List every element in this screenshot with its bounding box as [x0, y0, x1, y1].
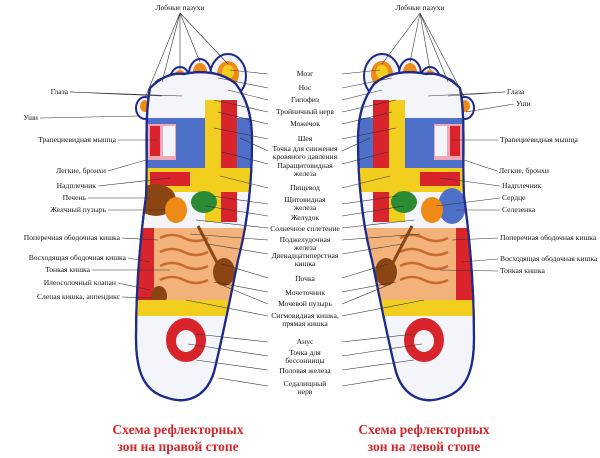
caption-right-foot-line2: зон на правой стопе — [117, 439, 238, 454]
label-insomnia-line2: бессонницы — [285, 356, 324, 365]
captions: Схема рефлекторных зон на правой стопе С… — [112, 422, 489, 454]
label-trapezius-left: Трапециевидная мышца — [38, 135, 117, 144]
label-ears-left: Уши — [23, 113, 38, 122]
left-foot — [356, 53, 476, 402]
label-small-intestine-left: Тонкая кишка — [45, 265, 90, 274]
label-eyes-left: Глаза — [51, 87, 69, 96]
label-shoulder-right: Надплечник — [502, 181, 542, 190]
caption-left-foot-line2: зон на левой стопе — [368, 439, 481, 454]
label-sciatic-line1: Седалищный — [284, 379, 327, 388]
label-pancreas-line2: железа — [293, 243, 317, 252]
label-brain: Мозг — [297, 69, 313, 78]
label-sinuses-left-foot: Лобные пазухи — [396, 3, 445, 12]
label-nose: Нос — [299, 83, 312, 92]
label-anus: Анус — [297, 337, 314, 346]
label-duodenum-line2: кишка — [295, 259, 316, 268]
label-descending-colon: Восходящая ободочная кишка — [500, 254, 598, 263]
label-sigmoid-line2: прямая кишка — [282, 319, 328, 328]
label-pancreas-line1: Поджелудочная — [280, 235, 331, 244]
label-neck: Шея — [298, 134, 313, 143]
label-sigmoid-line1: Сигмовидная кишка, — [271, 311, 339, 320]
label-sinuses-right-foot: Лобные пазухи — [156, 3, 205, 12]
label-thyroid-line1: Щитовидная — [284, 195, 326, 204]
label-appendix: Слепая кишка, аппендикс — [37, 292, 121, 301]
label-ileocecal-valve: Илеосолочный клапан — [44, 278, 116, 287]
label-heart: Сердце — [502, 193, 526, 202]
label-esophagus: Пищевод — [290, 183, 320, 192]
leader-lines — [39, 12, 515, 387]
label-genital-gland: Половая железа — [279, 366, 331, 375]
label-transverse-colon-left: Поперечная ободочная кишка — [24, 233, 121, 242]
label-stomach: Желудок — [291, 213, 320, 222]
label-lungs-left: Легкие, бронхи — [56, 166, 106, 175]
label-duodenum-line1: Двенадцатиперстная — [272, 251, 339, 260]
label-pituitary: Гипофиз — [291, 95, 319, 104]
label-parathyroid-line2: железа — [293, 169, 317, 178]
label-small-intestine-right: Тонкая кишка — [500, 266, 545, 275]
label-bladder: Мочевой пузырь — [278, 299, 332, 308]
label-shoulder-left: Надплечник — [57, 181, 97, 190]
label-liver: Печень — [63, 193, 87, 202]
label-trapezius-right: Трапециевидная мышца — [500, 135, 579, 144]
label-trigeminal-nerve: Тройничный нерв — [276, 107, 334, 116]
label-kidney: Почка — [295, 274, 315, 283]
label-thyroid-line2: железа — [293, 203, 317, 212]
label-gallbladder: Желчный пузырь — [50, 205, 106, 214]
label-sciatic-line2: нерв — [298, 387, 313, 396]
caption-left-foot-line1: Схема рефлекторных — [358, 422, 489, 437]
label-spleen: Селезенка — [502, 205, 536, 214]
right-foot — [134, 53, 254, 402]
label-lungs-right: Легкие, бронхи — [499, 166, 549, 175]
label-eyes-right: Глаза — [507, 87, 525, 96]
label-ascending-colon: Восходящая ободочная кишка — [29, 253, 127, 262]
label-ears-right: Уши — [516, 99, 531, 108]
label-bp-point-line1: Точка для снижения — [272, 144, 338, 153]
label-insomnia-line1: Точка для — [289, 348, 321, 357]
caption-right-foot-line1: Схема рефлекторных — [112, 422, 243, 437]
label-cerebellum: Можечок — [290, 119, 320, 128]
label-solar-plexus: Солнечное сплетение — [270, 224, 340, 233]
label-ureter: Мочеточник — [285, 288, 325, 297]
labels: Лобные пазухи Лобные пазухи Глаза Уши Тр… — [23, 3, 598, 396]
label-parathyroid-line1: Паращитовидная — [277, 161, 333, 170]
label-transverse-colon-right: Поперечная ободочная кишка — [500, 233, 597, 242]
label-bp-point-line2: кровяного давления — [273, 152, 338, 161]
left-foot-zones — [358, 100, 474, 401]
